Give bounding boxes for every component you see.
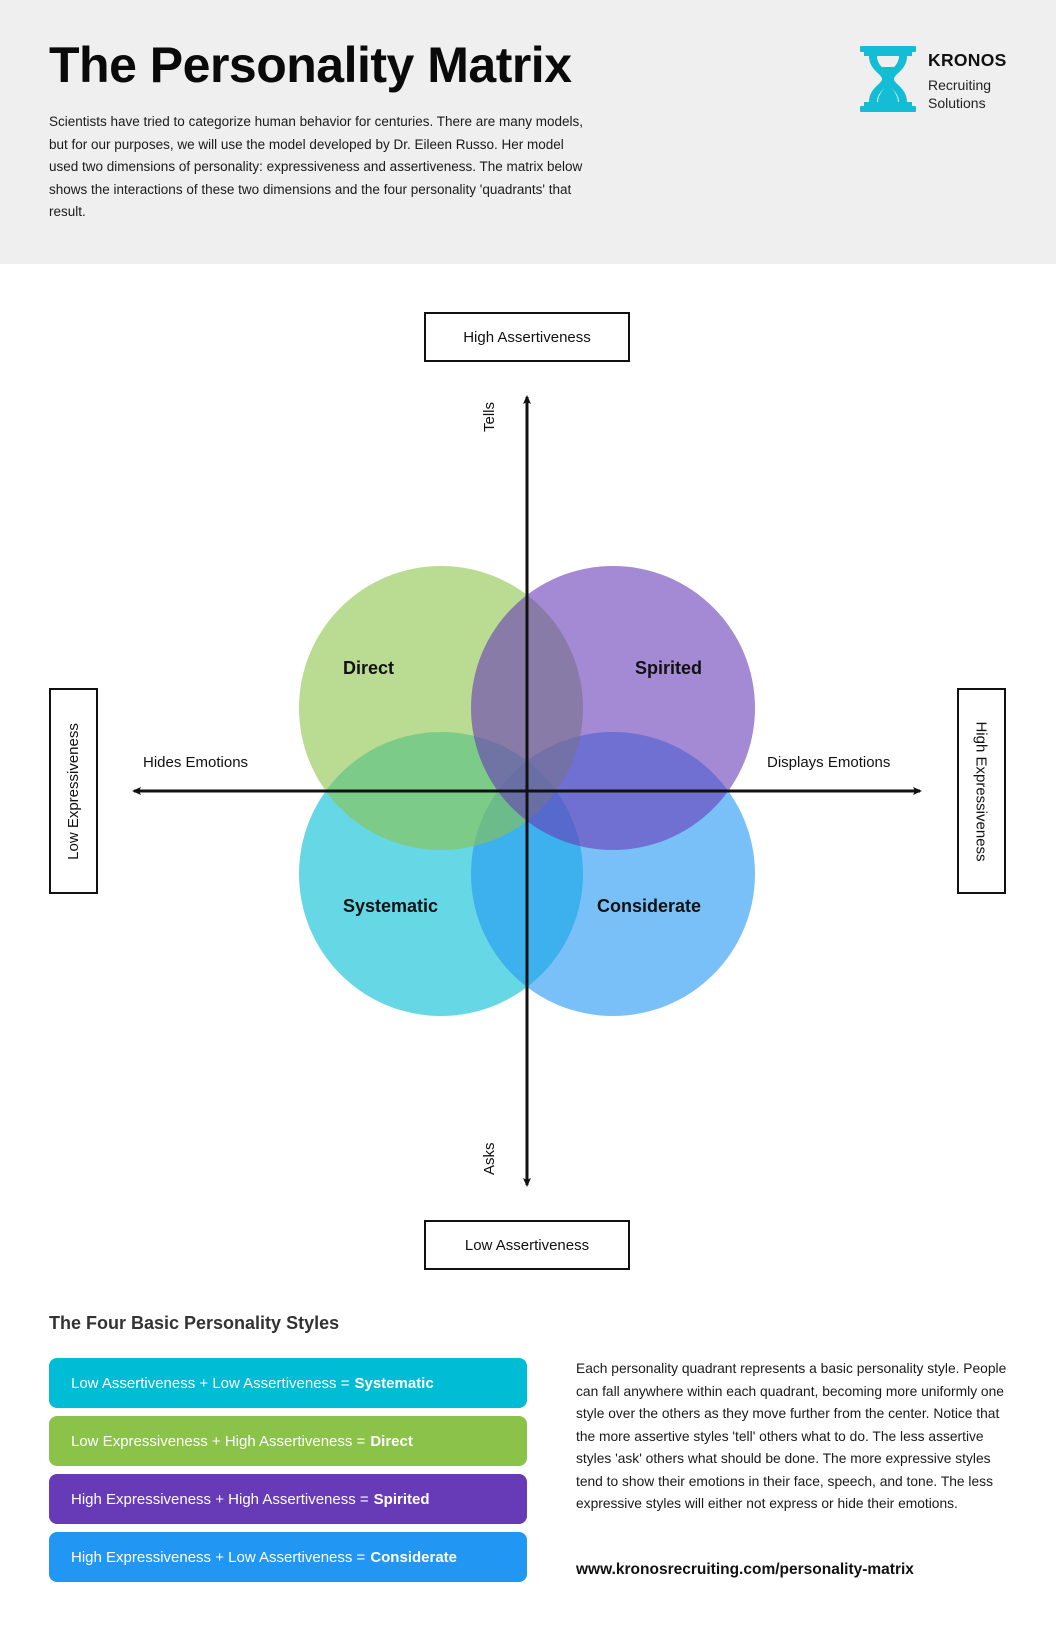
page-title: The Personality Matrix (49, 37, 572, 93)
styles-explanation: Each personality quadrant represents a b… (576, 1361, 1007, 1511)
style-result: Direct (370, 1432, 413, 1450)
personality-matrix-diagram: High Assertiveness Low Assertiveness Low… (0, 264, 1056, 1274)
style-result: Considerate (370, 1548, 458, 1566)
displays-emotions-label: Displays Emotions (767, 754, 891, 771)
quadrant-circle-spirited (471, 566, 755, 850)
style-formula: Low Expressiveness + High Assertiveness … (71, 1432, 366, 1450)
matrix-graphic (132, 395, 922, 1187)
quadrant-label-spirited: Spirited (635, 658, 703, 678)
hourglass-icon (860, 46, 916, 112)
hides-emotions-label: Hides Emotions (143, 754, 249, 771)
quadrant-label-considerate: Considerate (597, 896, 702, 916)
logo-tagline: Recruiting Solutions (928, 76, 1028, 112)
style-result: Spirited (373, 1490, 430, 1508)
low-assertiveness-box: Low Assertiveness (424, 1220, 630, 1270)
high-expressiveness-box: High Expressiveness (957, 688, 1006, 894)
quadrant-label-systematic: Systematic (343, 896, 439, 916)
high-assertiveness-box: High Assertiveness (424, 312, 630, 362)
style-formula: High Expressiveness + High Assertiveness… (71, 1490, 369, 1508)
high-expressiveness-label: High Expressiveness (973, 720, 990, 862)
style-formula: Low Assertiveness + Low Assertiveness = (71, 1374, 350, 1392)
tells-label: Tells (481, 401, 498, 432)
style-bar-spirited: High Expressiveness + High Assertiveness… (49, 1474, 527, 1524)
header-banner: The Personality Matrix Scientists have t… (0, 0, 1056, 264)
style-bar-considerate: High Expressiveness + Low Assertiveness … (49, 1532, 527, 1582)
high-assertiveness-label: High Assertiveness (463, 328, 591, 346)
intro-paragraph: Scientists have tried to categorize huma… (49, 114, 584, 219)
asks-label: Asks (481, 1142, 498, 1175)
style-formula: High Expressiveness + Low Assertiveness … (71, 1548, 366, 1566)
website-link[interactable]: www.kronosrecruiting.com/personality-mat… (576, 1561, 914, 1578)
quadrant-circles (299, 566, 755, 1016)
low-expressiveness-label: Low Expressiveness (65, 722, 83, 860)
style-bar-systematic: Low Assertiveness + Low Assertiveness = … (49, 1358, 527, 1408)
logo-tagline-line2: Solutions (928, 95, 986, 111)
logo-tagline-line1: Recruiting (928, 77, 992, 93)
quadrant-label-direct: Direct (343, 658, 395, 678)
kronos-logo: KRONOS Recruiting Solutions (860, 46, 1030, 116)
low-assertiveness-label: Low Assertiveness (464, 1236, 590, 1254)
style-result: Systematic (354, 1374, 434, 1392)
styles-section-title: The Four Basic Personality Styles (49, 1313, 340, 1333)
logo-name: KRONOS (928, 50, 1007, 70)
style-bar-direct: Low Expressiveness + High Assertiveness … (49, 1416, 527, 1466)
low-expressiveness-box: Low Expressiveness (49, 688, 98, 894)
